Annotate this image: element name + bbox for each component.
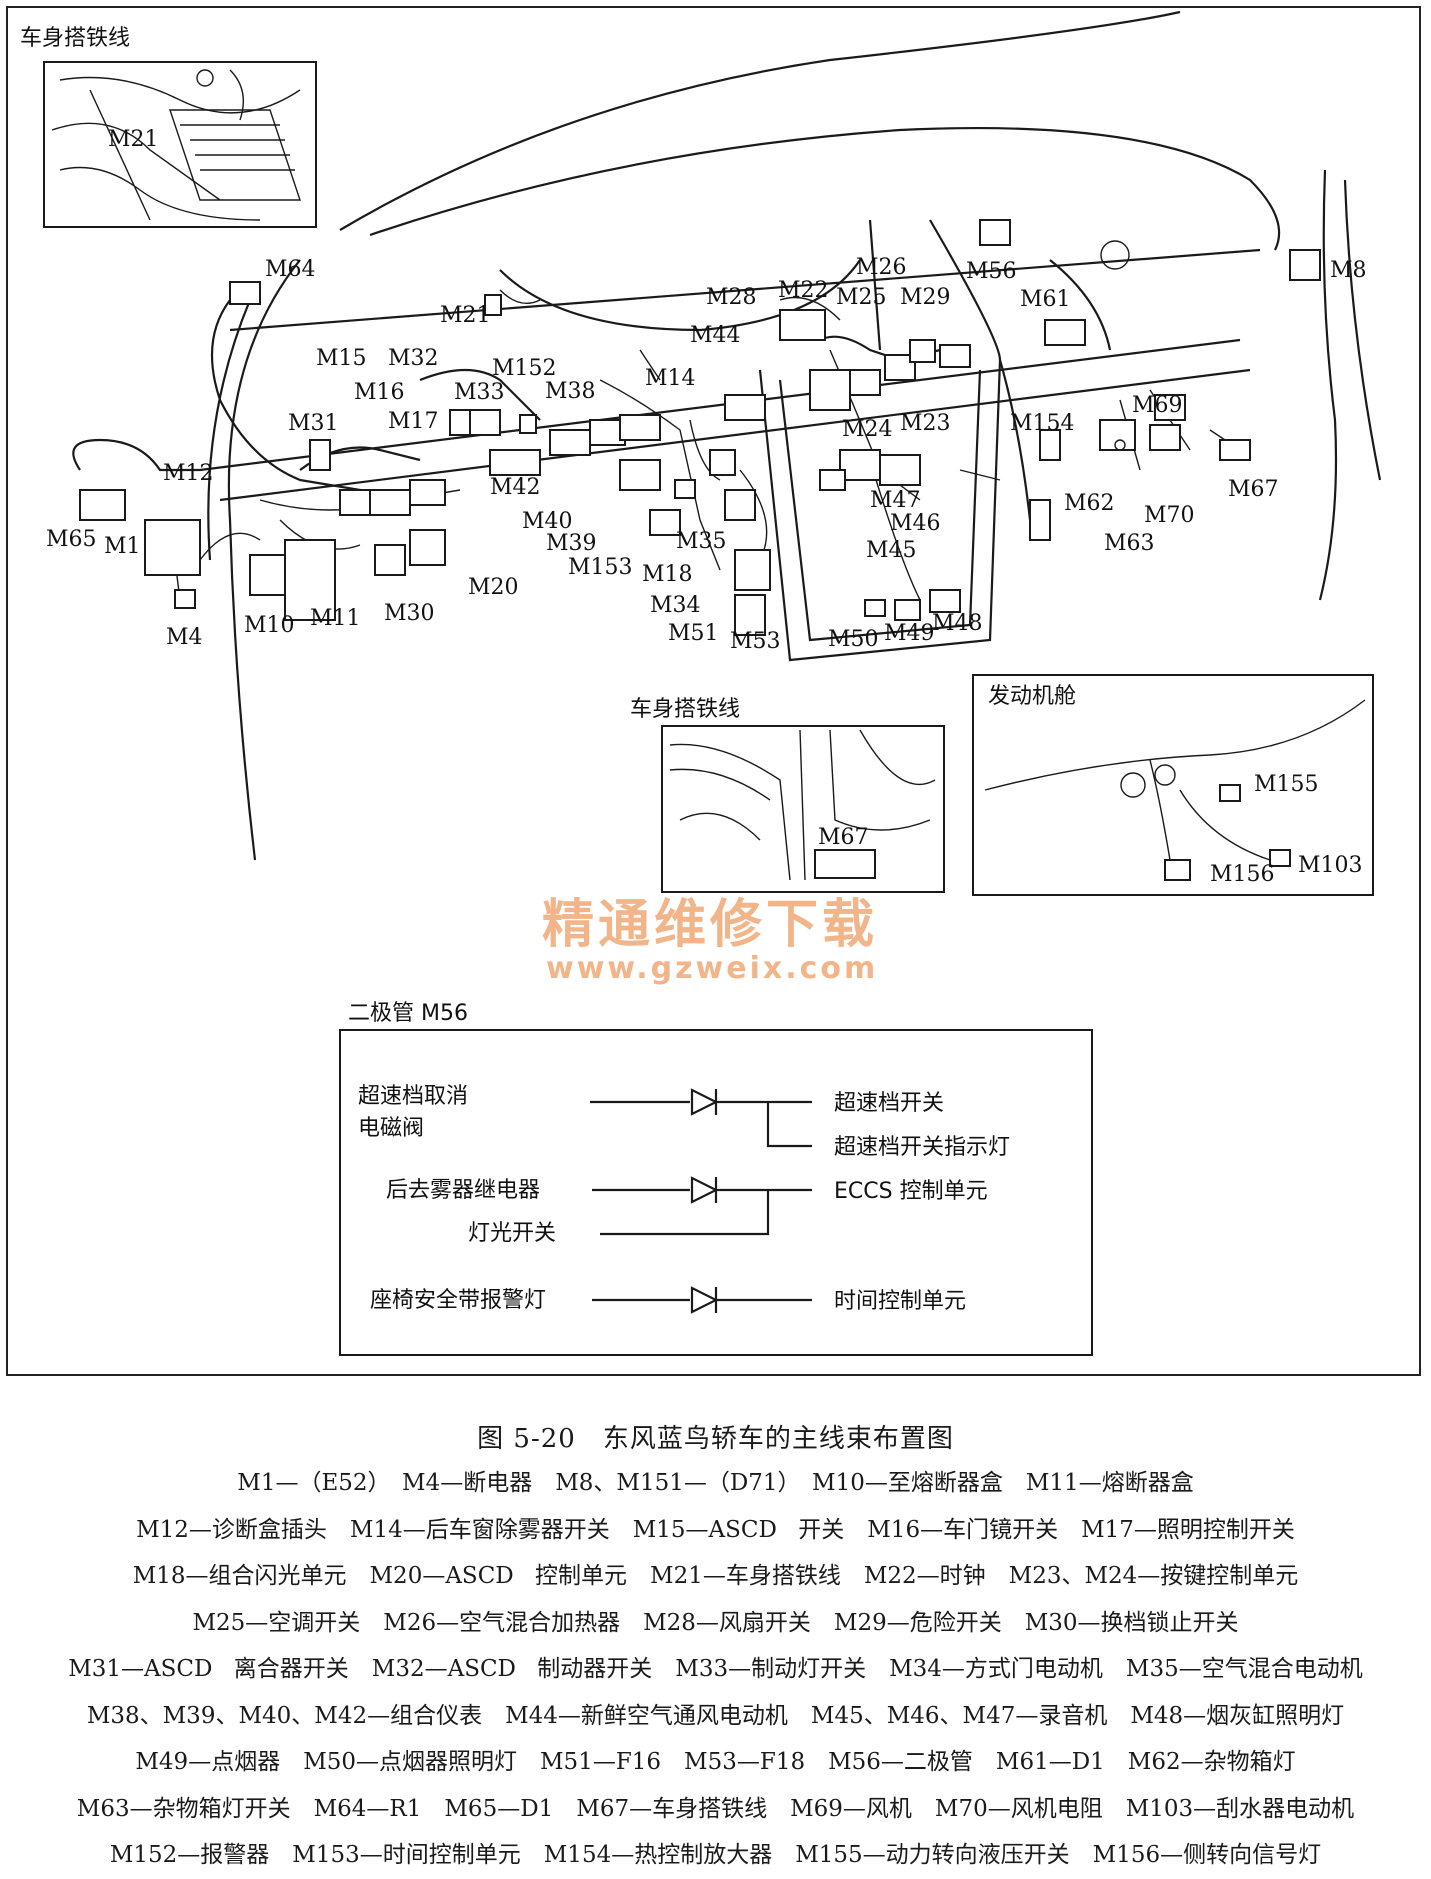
label-m48: M48: [932, 611, 983, 636]
label-m21-inset: M21: [108, 127, 159, 152]
label-m22: M22: [778, 278, 829, 303]
diode-row1-right-a: 超速档开关: [834, 1091, 944, 1116]
label-m21: M21: [440, 303, 491, 328]
label-m62: M62: [1064, 491, 1115, 516]
inset-body-ground-top: 车身搭铁线 M21: [20, 26, 317, 228]
label-m29: M29: [900, 285, 951, 310]
legend-line: M63—杂物箱灯开关 M64—R1 M65—D1 M67—车身搭铁线 M69—风…: [76, 1795, 1355, 1822]
diode-row1-left-b: 电磁阀: [358, 1116, 424, 1141]
diode-title: 二极管 M56: [348, 1001, 468, 1026]
wiring-diagram: 车身搭铁线 M21: [20, 10, 1382, 1356]
inset-title-engine: 发动机舱: [988, 684, 1076, 709]
label-m39: M39: [546, 531, 597, 556]
legend-line: M49—点烟器 M50—点烟器照明灯 M51—F16 M53—F18 M56—二…: [135, 1749, 1296, 1775]
label-m53: M53: [730, 629, 781, 654]
label-m56: M56: [966, 259, 1017, 284]
label-m61: M61: [1020, 287, 1071, 312]
inset-engine-compartment: 发动机舱 M155 M156 M103: [972, 674, 1374, 896]
label-m25: M25: [836, 285, 887, 310]
label-m103: M103: [1298, 853, 1363, 878]
legend-line: M31—ASCD 离合器开关 M32—ASCD 制动器开关 M33—制动灯开关 …: [68, 1656, 1363, 1682]
diode-row1-right-b: 超速档开关指示灯: [834, 1135, 1010, 1160]
label-m12: M12: [163, 461, 214, 486]
label-m34: M34: [650, 593, 701, 618]
label-m154: M154: [1010, 411, 1075, 436]
label-m45: M45: [866, 538, 917, 563]
connector-labels: M64 M21 M15 M32 M152 M38 M16 M33 M31 M17…: [46, 255, 1367, 654]
label-m1: M1: [104, 534, 141, 559]
diode-row1-left-a: 超速档取消: [358, 1084, 468, 1109]
diode-row3-right: 时间控制单元: [834, 1289, 966, 1314]
label-m17: M17: [388, 409, 439, 434]
label-m70: M70: [1144, 503, 1195, 528]
label-m63: M63: [1104, 531, 1155, 556]
label-m18: M18: [642, 562, 693, 587]
diode-row2-left-a: 后去雾器继电器: [386, 1178, 540, 1203]
label-m30: M30: [384, 601, 435, 626]
label-m64: M64: [265, 257, 316, 282]
label-m46: M46: [890, 511, 941, 536]
inset-title: 车身搭铁线: [20, 26, 130, 51]
figure-caption: 图 5-20 东风蓝鸟轿车的主线束布置图: [477, 1424, 954, 1454]
label-m20: M20: [468, 575, 519, 600]
diode-row3-left: 座椅安全带报警灯: [370, 1288, 546, 1313]
label-m51: M51: [668, 621, 719, 646]
label-m35: M35: [676, 529, 727, 554]
legend-block: M1—（E52） M4—断电器 M8、M151—（D71） M10—至熔断器盒 …: [0, 1460, 1431, 1879]
label-m38: M38: [545, 379, 596, 404]
label-m156: M156: [1210, 862, 1275, 887]
label-m14: M14: [645, 366, 696, 391]
label-m69: M69: [1132, 393, 1183, 418]
legend-line: M18—组合闪光单元 M20—ASCD 控制单元 M21—车身搭铁线 M22—时…: [132, 1563, 1299, 1589]
watermark: 精通维修下载 www.gzweix.com: [542, 895, 878, 986]
label-m65: M65: [46, 527, 97, 552]
inset-title-middle: 车身搭铁线: [630, 697, 740, 722]
watermark-url: www.gzweix.com: [546, 951, 878, 986]
label-m155: M155: [1254, 772, 1319, 797]
label-m23: M23: [900, 411, 951, 436]
wiring-harness: [72, 289, 1241, 601]
label-m50: M50: [828, 627, 879, 652]
label-m10: M10: [244, 613, 295, 638]
diode-row2-left-b: 灯光开关: [468, 1221, 556, 1246]
label-m152: M152: [492, 356, 557, 381]
label-m47: M47: [870, 488, 921, 513]
legend-line: M25—空调开关 M26—空气混合加热器 M28—风扇开关 M29—危险开关 M…: [192, 1609, 1239, 1636]
legend-line: M1—（E52） M4—断电器 M8、M151—（D71） M10—至熔断器盒 …: [237, 1470, 1194, 1496]
inset-body-ground-m67: 车身搭铁线 M67: [630, 697, 945, 893]
label-m32: M32: [388, 346, 439, 371]
label-m33: M33: [454, 380, 505, 405]
legend-line: M12—诊断盒插头 M14—后车窗除雾器开关 M15—ASCD 开关 M16—车…: [136, 1516, 1295, 1543]
diode-row2-right: ECCS 控制单元: [834, 1179, 988, 1204]
legend-line: M152—报警器 M153—时间控制单元 M154—热控制放大器 M155—动力…: [109, 1842, 1322, 1868]
label-m31: M31: [288, 411, 339, 436]
label-m28: M28: [706, 285, 757, 310]
label-m42: M42: [490, 475, 541, 500]
label-m15: M15: [316, 346, 367, 371]
diode-m56-schematic: 二极管 M56 超速档取消 电磁阀 超速档开关 超速档开关指示灯 后去雾器继电器…: [339, 1001, 1093, 1356]
label-m24: M24: [842, 417, 893, 442]
watermark-title: 精通维修下载: [542, 895, 878, 955]
label-m11: M11: [310, 606, 361, 631]
label-m16: M16: [354, 380, 405, 405]
label-m153: M153: [568, 555, 633, 580]
label-m26: M26: [856, 255, 907, 280]
label-m40: M40: [522, 509, 573, 534]
label-m4: M4: [166, 625, 203, 650]
label-m67-inset: M67: [818, 825, 869, 850]
connector-blocks: [79, 219, 1321, 636]
label-m8: M8: [1330, 258, 1367, 283]
label-m49: M49: [884, 621, 935, 646]
legend-line: M38、M39、M40、M42—组合仪表 M44—新鲜空气通风电动机 M45、M…: [86, 1702, 1345, 1729]
label-m67: M67: [1228, 477, 1279, 502]
label-m44: M44: [690, 323, 741, 348]
diagram-frame: [6, 6, 1421, 1376]
